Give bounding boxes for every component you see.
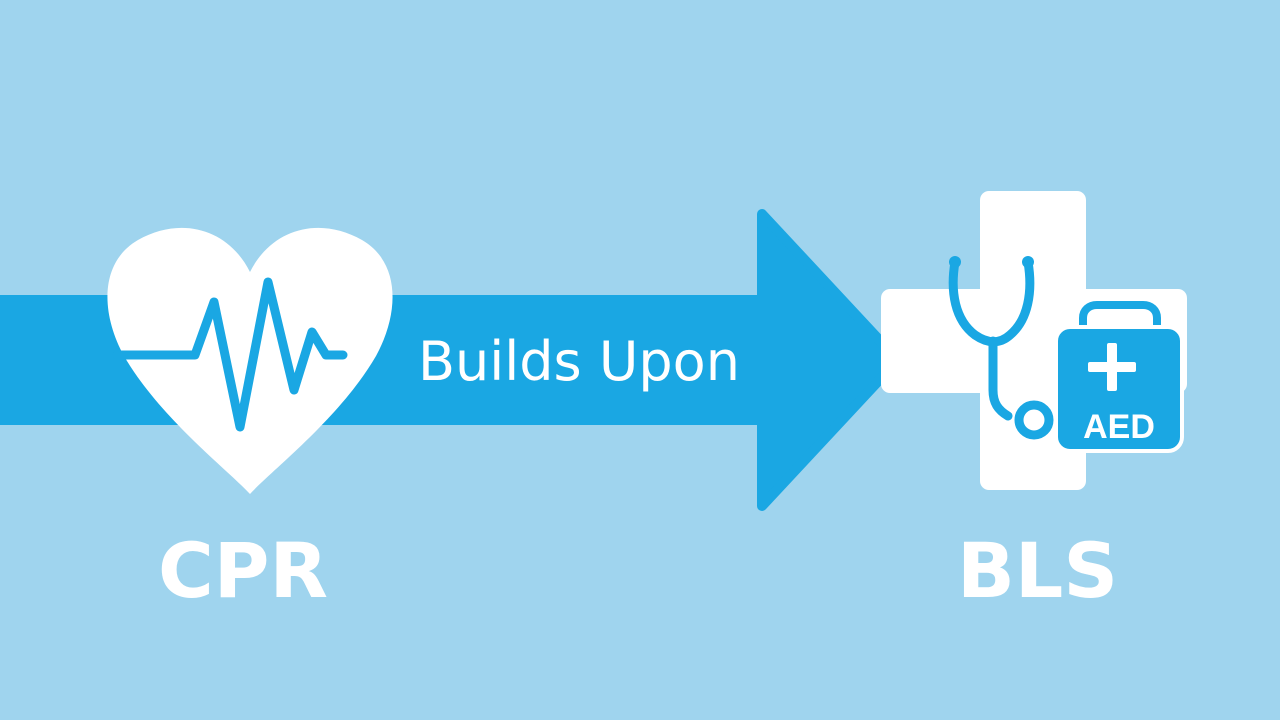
stethoscope-ear-right [1022,256,1034,268]
pulse-line [112,277,348,432]
aed-label: AED [1083,408,1155,446]
aed-kit-body [1054,325,1184,453]
cpr-label: CPR [158,526,328,615]
aed-kit-icon: AED [1054,301,1184,453]
stethoscope-tube [988,336,1013,421]
arrow-label: Builds Upon [418,330,740,393]
heart-pulse-icon [107,227,393,494]
aed-kit-handle [1079,301,1161,330]
stethoscope-ear-left [949,256,961,268]
stethoscope-chestpiece [1014,400,1054,440]
aed-plus-horizontal [1088,362,1136,372]
bls-label: BLS [957,526,1119,615]
arrow-head [757,209,903,511]
medical-cross-icon: AED [881,191,1187,490]
stethoscope-icon [948,256,1054,440]
